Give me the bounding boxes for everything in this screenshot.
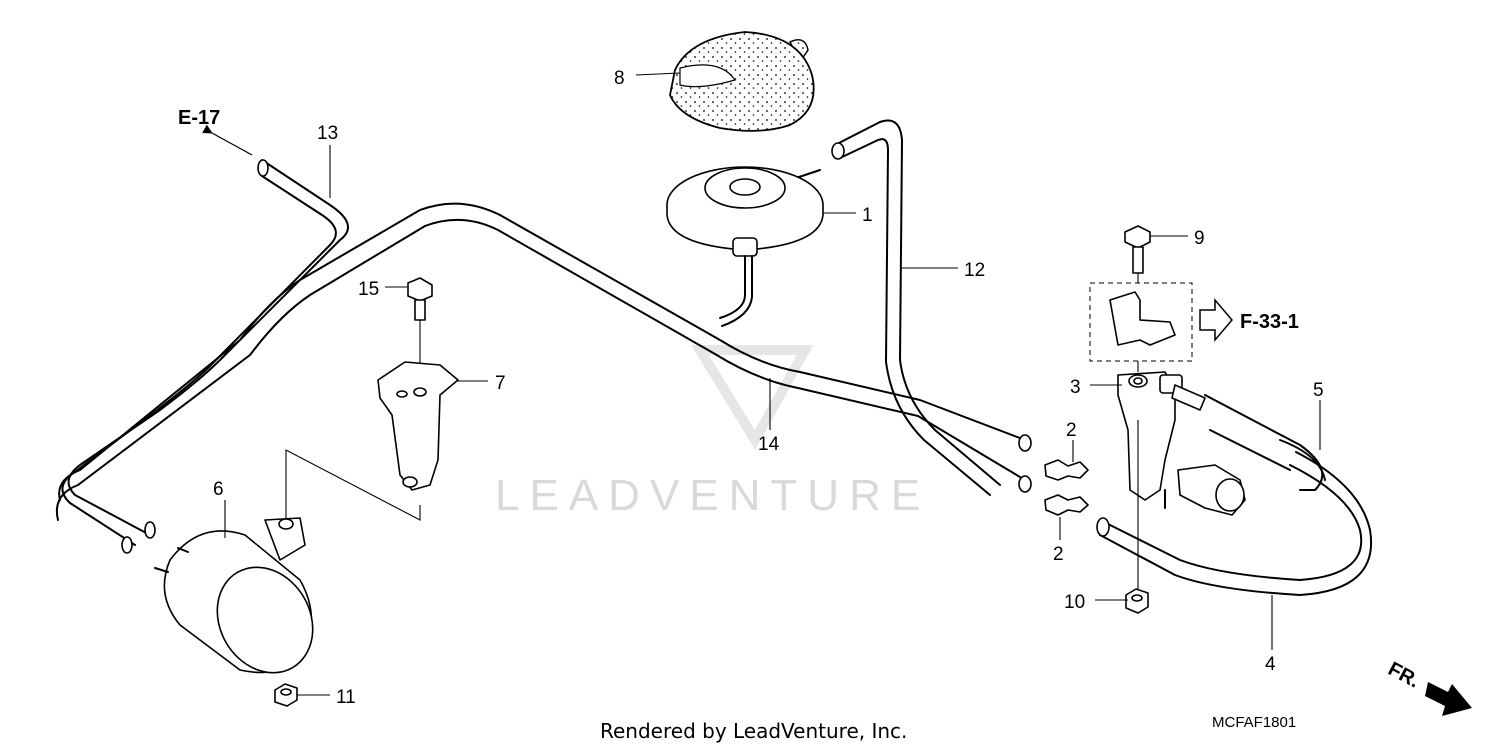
- callout-6[interactable]: 6: [213, 479, 224, 500]
- callout-13[interactable]: 13: [317, 123, 338, 144]
- hose-13: [61, 159, 349, 546]
- ref-e17[interactable]: E-17: [178, 107, 220, 129]
- hose-12: [831, 119, 1001, 496]
- hose-5: [1204, 394, 1326, 491]
- callout-10[interactable]: 10: [1064, 592, 1085, 613]
- hose-4: [1096, 451, 1373, 596]
- part-8-foam-cover: [669, 31, 815, 132]
- e17-arrow: [202, 124, 253, 156]
- callout-5[interactable]: 5: [1313, 380, 1324, 401]
- rendered-by-text: Rendered by LeadVenture, Inc.: [600, 719, 907, 743]
- front-arrow: [1425, 682, 1472, 716]
- f33-1-detail-box: [1089, 273, 1193, 372]
- callout-2-upper[interactable]: 2: [1066, 420, 1077, 441]
- hose-14: [56, 202, 1032, 554]
- callout-15[interactable]: 15: [358, 279, 379, 300]
- part-15-bolt: [407, 277, 433, 380]
- diagram-code: MCFAF1801: [1212, 714, 1296, 731]
- callout-1[interactable]: 1: [862, 205, 873, 226]
- callout-8[interactable]: 8: [614, 68, 625, 89]
- callout-4[interactable]: 4: [1265, 654, 1276, 675]
- callout-12[interactable]: 12: [964, 260, 985, 281]
- ref-f33-1[interactable]: F-33-1: [1240, 311, 1299, 333]
- part-9-bolt: [1124, 225, 1151, 274]
- callout-leaders: [224, 72, 1321, 696]
- part-11-nut: [274, 683, 298, 707]
- f33-1-arrow: [1199, 297, 1233, 343]
- part-2-fittings: [1044, 459, 1089, 516]
- callout-7[interactable]: 7: [495, 373, 506, 394]
- callout-14[interactable]: 14: [758, 434, 780, 455]
- part-1-valve: [666, 166, 824, 327]
- watermark-text: LEADVENTURE: [495, 471, 930, 520]
- callout-2-lower[interactable]: 2: [1053, 544, 1064, 565]
- watermark: LEADVENTURE: [495, 345, 930, 520]
- part-10-nut: [1125, 588, 1149, 614]
- callout-3[interactable]: 3: [1070, 377, 1081, 398]
- assembly-leader: [285, 449, 421, 521]
- callout-9[interactable]: 9: [1194, 228, 1205, 249]
- part-3-solenoid: [1117, 371, 1246, 590]
- part-7-bracket: [377, 361, 459, 491]
- part-6-canister: [154, 517, 314, 674]
- ref-front: FR.: [1384, 658, 1423, 693]
- callout-11[interactable]: 11: [336, 687, 356, 708]
